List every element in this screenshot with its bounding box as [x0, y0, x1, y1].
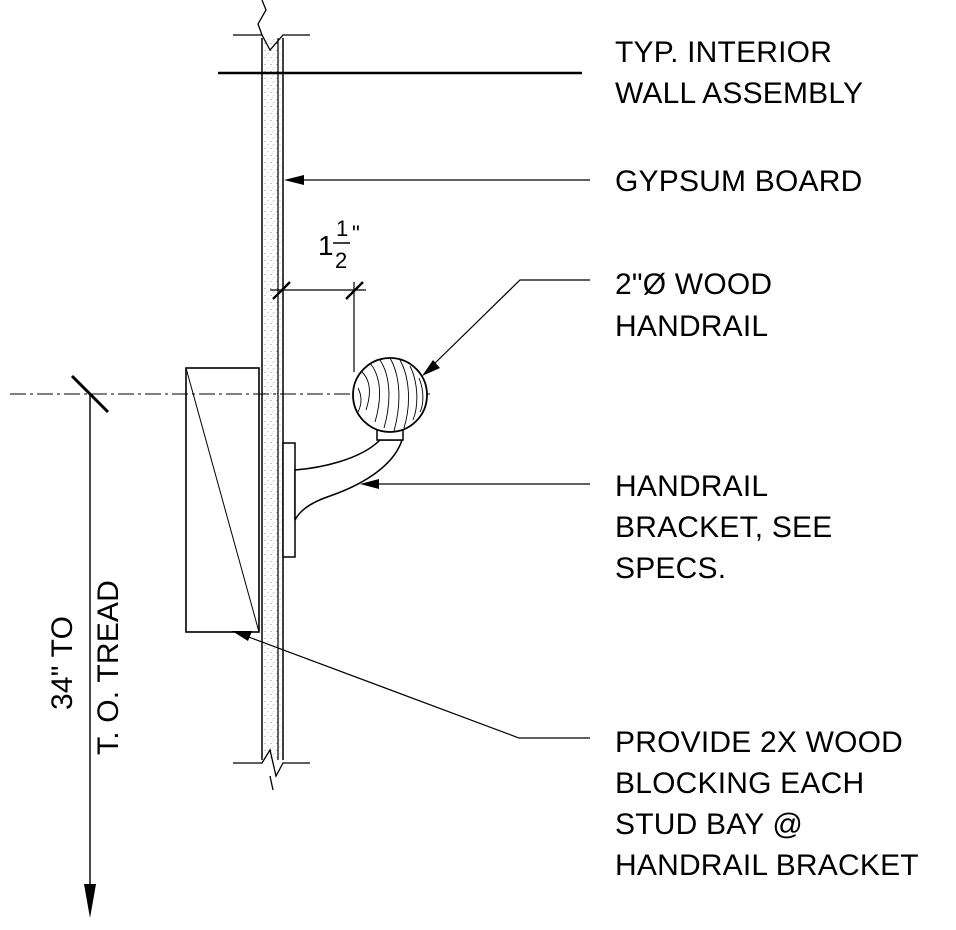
wall-assembly-label-2: WALL ASSEMBLY [615, 77, 863, 110]
leaders [218, 71, 590, 739]
handrail-leader [429, 279, 590, 369]
blocking-arrowhead [232, 631, 252, 641]
blocking-label-1: PROVIDE 2X WOOD [615, 726, 903, 759]
blocking-label-3: STUD BAY @ [615, 808, 803, 841]
clearance-denominator: 2 [335, 248, 347, 273]
wood-blocking [185, 367, 260, 633]
gypsum-label: GYPSUM BOARD [615, 165, 862, 198]
handrail-arrowhead [422, 360, 440, 376]
handrail-circle [352, 357, 428, 433]
bracket-label-3: SPECS. [615, 552, 726, 585]
height-label-line2: T. O. TREAD [92, 580, 125, 755]
bracket-arrowhead [360, 479, 379, 489]
handrail-bracket [282, 427, 404, 558]
break-line-bottom [233, 748, 310, 778]
clearance-tick-right [345, 281, 364, 300]
bracket-arm [294, 439, 404, 521]
wood-grain [357, 357, 424, 432]
clearance-dimension: 1 1 2 " [270, 216, 366, 372]
break-line-bottom-tail [269, 775, 274, 791]
height-label-line1: 34" TO [46, 616, 79, 710]
clearance-unit: " [352, 221, 360, 246]
gypsum-fill [262, 38, 282, 760]
gypsum-arrowhead [284, 175, 304, 185]
blocking-leader [245, 635, 590, 739]
height-dimension: 34" TO T. O. TREAD [46, 394, 125, 918]
wood-handrail [352, 357, 428, 433]
clearance-whole: 1 [318, 230, 334, 261]
wall-section [233, 0, 310, 791]
handrail-label-2: HANDRAIL [615, 310, 768, 343]
height-arrowhead [84, 884, 96, 918]
annotations: TYP. INTERIOR WALL ASSEMBLY GYPSUM BOARD… [615, 36, 919, 882]
blocking-label-2: BLOCKING EACH [615, 767, 864, 800]
handrail-label-1: 2"Ø WOOD [615, 268, 772, 301]
wall-assembly-label-1: TYP. INTERIOR [615, 36, 832, 69]
clearance-numerator: 1 [336, 216, 348, 241]
bracket-wall-plate [282, 442, 296, 558]
blocking-diagonal [185, 367, 260, 633]
bracket-label-2: BRACKET, SEE [615, 511, 832, 544]
break-line-top-right [261, 34, 310, 52]
clearance-tick-left [272, 281, 291, 300]
bracket-label-1: HANDRAIL [615, 470, 768, 503]
blocking-label-4: HANDRAIL BRACKET [615, 849, 919, 882]
break-line-top-left [233, 0, 267, 36]
